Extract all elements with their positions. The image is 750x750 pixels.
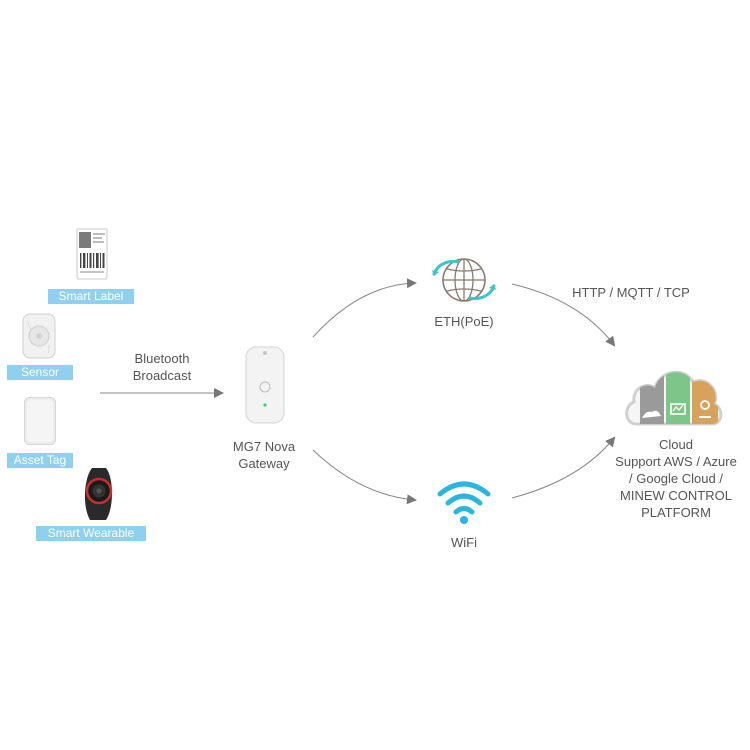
cloud-line-5: PLATFORM [641, 505, 711, 520]
protocols-label: HTTP / MQTT / TCP [572, 285, 690, 300]
cloud-line-2: Support AWS / Azure [615, 454, 737, 469]
cloud-line-3: / Google Cloud / [629, 471, 723, 486]
gateway-label: MG7 Nova Gateway [214, 438, 314, 472]
wifi-label: WiFi [451, 535, 477, 550]
eth-to-cloud-arrow [511, 283, 616, 347]
bluetooth-line-1: Bluetooth [134, 351, 190, 366]
cloud-label: Cloud Support AWS / Azure / Google Cloud… [596, 436, 750, 521]
gateway-to-eth-arrow [312, 278, 417, 338]
device-tag-sensor: Sensor [7, 365, 73, 380]
eth-label: ETH(PoE) [434, 314, 494, 329]
bluetooth-broadcast-label: Bluetooth Broadcast [112, 350, 212, 384]
wifi-to-cloud-arrow [511, 436, 616, 499]
wifi-icon [437, 481, 491, 524]
gateway-to-wifi-arrow [312, 449, 417, 505]
smart-wearable-icon [84, 468, 113, 520]
device-tag-asset-tag: Asset Tag [7, 453, 73, 468]
bluetooth-line-2: Broadcast [132, 368, 192, 383]
smart-label-icon [76, 228, 108, 280]
cloud-icon [625, 370, 723, 426]
globe-icon [432, 258, 496, 302]
cloud-line-4: MINEW CONTROL [620, 488, 732, 503]
gateway-line-2: Gateway [238, 456, 290, 471]
gateway-icon [245, 346, 285, 424]
device-tag-smart-wearable: Smart Wearable [36, 526, 146, 541]
gateway-line-1: MG7 Nova [232, 439, 296, 454]
cloud-line-1: Cloud [659, 437, 693, 452]
device-tag-smart-label: Smart Label [48, 289, 134, 304]
sensor-icon [22, 313, 56, 359]
asset-tag-icon [24, 397, 56, 445]
